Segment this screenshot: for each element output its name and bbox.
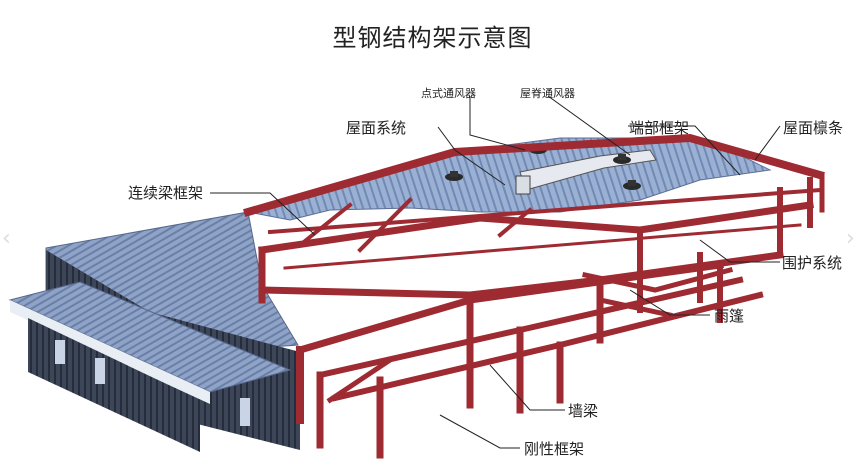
point-vent (613, 154, 631, 164)
steel-frame (243, 133, 825, 459)
label-ridge-vent: 屋脊通风器 (520, 87, 575, 100)
diagram-title: 型钢结构架示意图 (332, 24, 533, 52)
label-continuous-beam-frame: 连续梁框架 (128, 184, 204, 202)
entrance-wall (28, 318, 200, 452)
label-end-frame: 端部框架 (629, 119, 690, 137)
label-roof-system: 屋面系统 (346, 119, 407, 137)
point-vent (623, 180, 641, 190)
entrance-fascia (10, 300, 210, 404)
leader-lines (210, 95, 781, 449)
window (240, 398, 250, 426)
label-enclosure-system: 围护系统 (782, 254, 843, 272)
ridge-vent-cap (515, 175, 531, 195)
label-wall-beam: 墙梁 (568, 402, 599, 420)
window (95, 358, 105, 384)
chevron-left-icon[interactable]: ‹ (2, 226, 11, 251)
label-rigid-frame: 刚性框架 (524, 440, 585, 458)
label-canopy: 雨篷 (714, 307, 745, 325)
window (55, 340, 65, 364)
point-vent (445, 171, 463, 181)
label-roof-purlin: 屋面檩条 (783, 119, 844, 137)
chevron-right-icon[interactable]: › (846, 226, 855, 251)
label-point-vent: 点式通风器 (421, 87, 476, 100)
